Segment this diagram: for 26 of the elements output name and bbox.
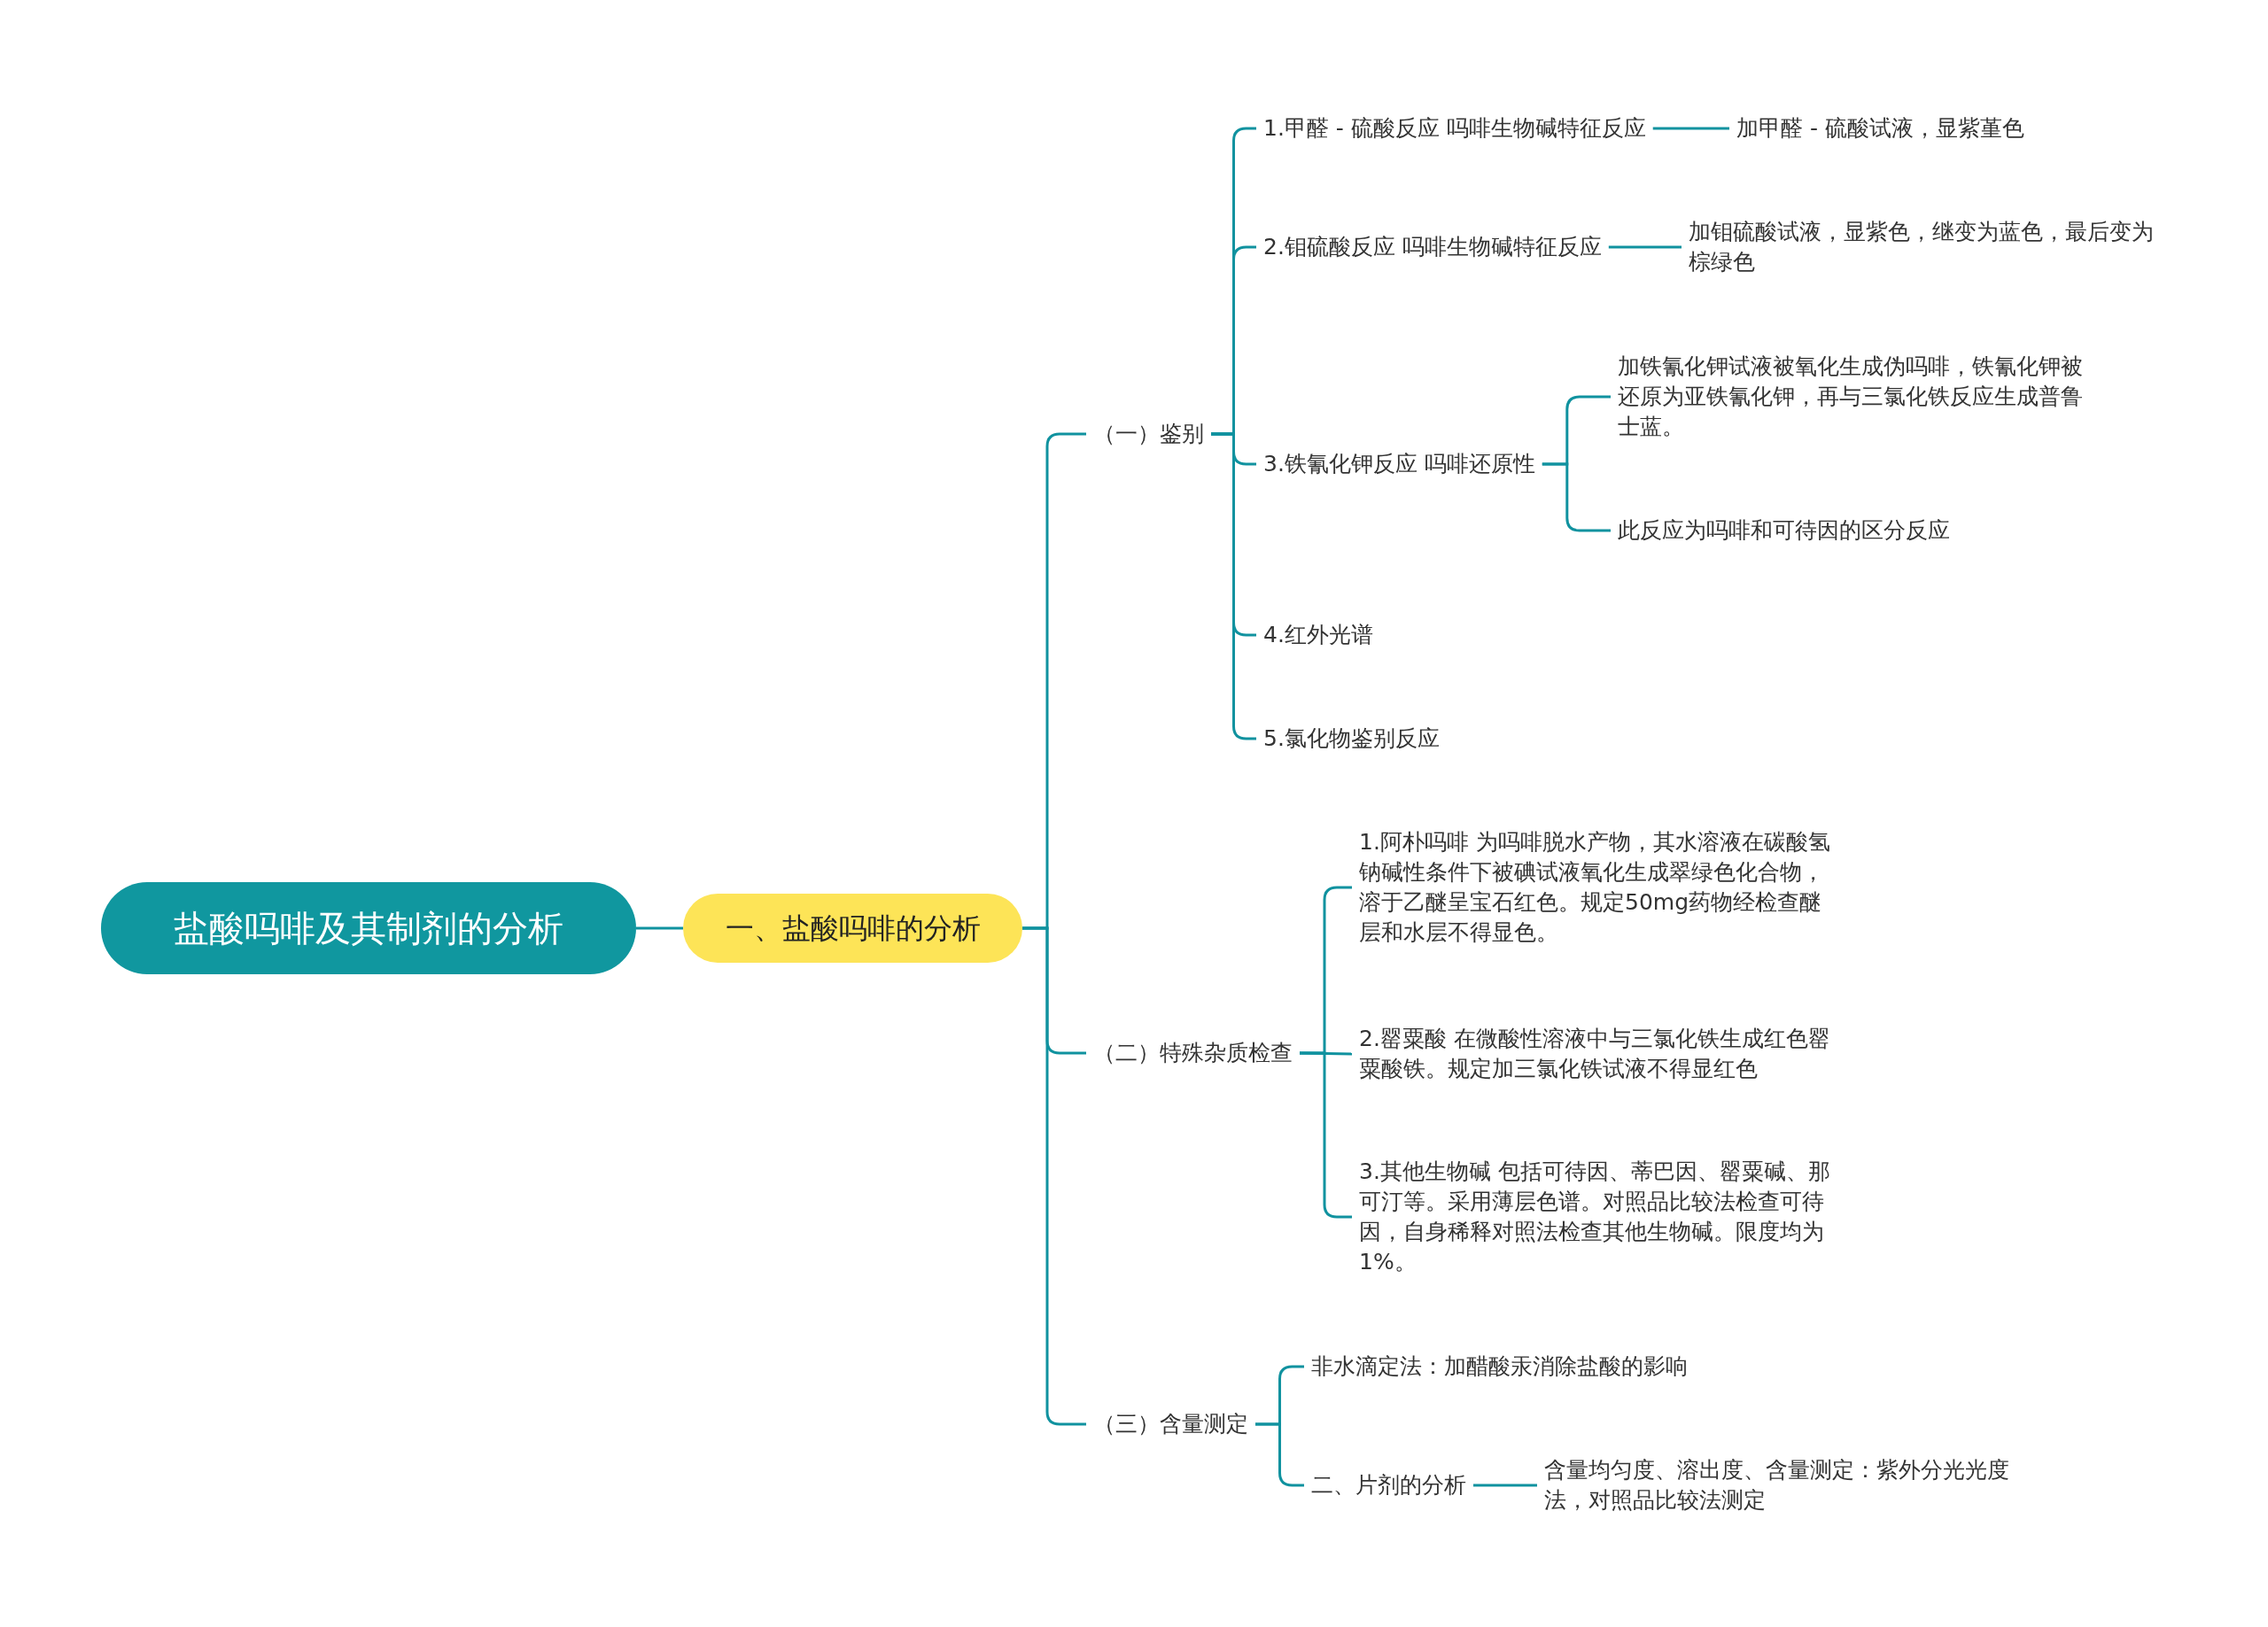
connector-line [1652, 127, 1729, 130]
topic-text: （一）鉴别 [1086, 419, 1211, 449]
topic-text: 3.其他生物碱 包括可待因、蒂巴因、罂粟碱、那可汀等。采用薄层色谱。对照品比较法检查可待因，自身稀释对照法检查其他生物碱。限度均为1%。 [1352, 1157, 1848, 1277]
topic-text: 加甲醛 - 硫酸试液，显紫堇色 [1729, 113, 2031, 143]
topic-text: （二）特殊杂质检查 [1086, 1038, 1300, 1068]
topic-text: 4.红外光谱 [1256, 620, 1380, 650]
topic-text: 3.铁氰化钾反应 吗啡还原性 [1256, 449, 1542, 479]
topic-text: 2.罂粟酸 在微酸性溶液中与三氯化铁生成红色罂粟酸铁。规定加三氯化铁试液不得显红色 [1352, 1024, 1848, 1084]
topic-text: 含量均匀度、溶出度、含量测定：紫外分光光度法，对照品比较法测定 [1537, 1455, 2033, 1515]
topic-text: 1.甲醛 - 硫酸反应 吗啡生物碱特征反应 [1256, 113, 1653, 143]
connector-line [1542, 462, 1611, 532]
topic-text: （三）含量测定 [1086, 1409, 1255, 1439]
main-topic-box: 一、盐酸吗啡的分析 [683, 894, 1022, 963]
connector-line [636, 926, 683, 930]
connector-line [1473, 1484, 1537, 1487]
topic-text: 5.氯化物鉴别反应 [1256, 724, 1447, 754]
root-topic-box: 盐酸吗啡及其制剂的分析 [101, 882, 636, 974]
connector-line [1608, 245, 1682, 249]
topic-text: 1.阿朴吗啡 为吗啡脱水产物，其水溶液在碳酸氢钠碱性条件下被碘试液氧化生成翠绿色化合物，溶于乙醚呈宝石红色。规定50mg药物经检查醚层和水层不得显色。 [1352, 827, 1848, 948]
topic-text: 此反应为吗啡和可待因的区分反应 [1611, 515, 1957, 546]
topic-text: 非水滴定法：加醋酸汞消除盐酸的影响 [1304, 1352, 1695, 1382]
topic-text: 2.钼硫酸反应 吗啡生物碱特征反应 [1256, 232, 1609, 262]
topic-text: 加钼硫酸试液，显紫色，继变为蓝色，最后变为棕绿色 [1682, 217, 2178, 277]
topic-text: 二、片剂的分析 [1304, 1470, 1473, 1500]
topic-text: 加铁氰化钾试液被氧化生成伪吗啡，铁氰化钾被还原为亚铁氰化钾，再与三氯化铁反应生成普鲁士蓝。 [1611, 352, 2107, 442]
connector-line [1022, 926, 1086, 1426]
